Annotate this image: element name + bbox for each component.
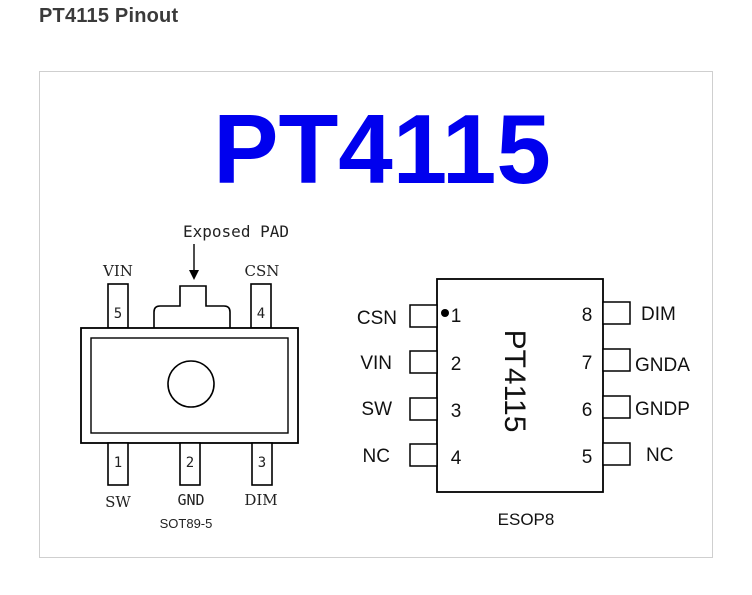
sot89-pin-5-number: 5 — [114, 306, 122, 322]
sot89-pin-3-name: DIM — [244, 491, 277, 509]
esop8-pin-6-number: 6 — [582, 400, 593, 421]
sot89-pin-4-name: CSN — [245, 262, 280, 280]
esop8-pin-2-name: VIN — [360, 353, 392, 374]
esop8-pin-3-number: 3 — [451, 401, 462, 422]
sot89-pin-4-number: 4 — [257, 306, 265, 322]
exposed-pad-tab — [153, 285, 231, 328]
esop8-package-label: ESOP8 — [498, 510, 555, 529]
sot89-pin-3-number: 3 — [258, 455, 266, 471]
esop8-pin-5-number: 5 — [582, 447, 593, 468]
sot89-pin-5-name: VIN — [102, 262, 133, 280]
sot89-package-label: SOT89-5 — [160, 516, 213, 531]
esop8-pin-8-name: DIM — [641, 304, 676, 325]
esop8-pin-8-number: 8 — [582, 305, 593, 326]
sot89-mark-circle — [167, 360, 215, 408]
esop8-pin-5 — [602, 442, 631, 466]
sot89-pin-1 — [107, 442, 129, 486]
sot89-pin-2-name: GND — [177, 491, 204, 509]
esop8-pin-6-name: GNDP — [635, 399, 690, 420]
esop8-pin-1-name: CSN — [357, 308, 397, 329]
sot89-body — [80, 327, 299, 444]
exposed-pad-label: Exposed PAD — [183, 222, 289, 241]
esop8-pin-2-number: 2 — [451, 354, 462, 375]
esop8-pin-8 — [602, 301, 631, 325]
sot89-pin-2 — [179, 442, 201, 486]
esop8-pin-7-number: 7 — [582, 353, 593, 374]
esop8-chip-label: PT4115 — [498, 330, 531, 433]
sot89-pin-3 — [251, 442, 273, 486]
sot89-pin-1-name: SW — [105, 493, 131, 511]
esop8-pin-1-number: 1 — [451, 306, 462, 327]
sot89-package — [80, 244, 299, 486]
esop8-pin-4 — [409, 443, 438, 467]
esop8-body — [436, 278, 604, 493]
esop8-pin-7-name: GNDA — [635, 355, 690, 376]
chip-title: PT4115 — [213, 94, 551, 204]
esop8-pin-7 — [602, 348, 631, 372]
sot89-pin-1-number: 1 — [114, 455, 122, 471]
sot89-pin-2-number: 2 — [186, 455, 194, 471]
esop8-pin-4-number: 4 — [451, 448, 462, 469]
esop8-pin-4-name: NC — [363, 446, 390, 467]
esop8-pin-3-name: SW — [361, 399, 392, 420]
sot89-body-inner — [90, 337, 289, 434]
esop8-pin-5-name: NC — [646, 445, 673, 466]
esop8-pin-1 — [409, 304, 438, 328]
page-heading: PT4115 Pinout — [39, 5, 179, 27]
esop8-package — [409, 278, 631, 493]
esop8-pin-2 — [409, 350, 438, 374]
pin-1-dot-marker — [441, 309, 449, 317]
pad-arrow-head — [189, 270, 199, 280]
esop8-pin-6 — [602, 395, 631, 419]
esop8-pin-3 — [409, 397, 438, 421]
